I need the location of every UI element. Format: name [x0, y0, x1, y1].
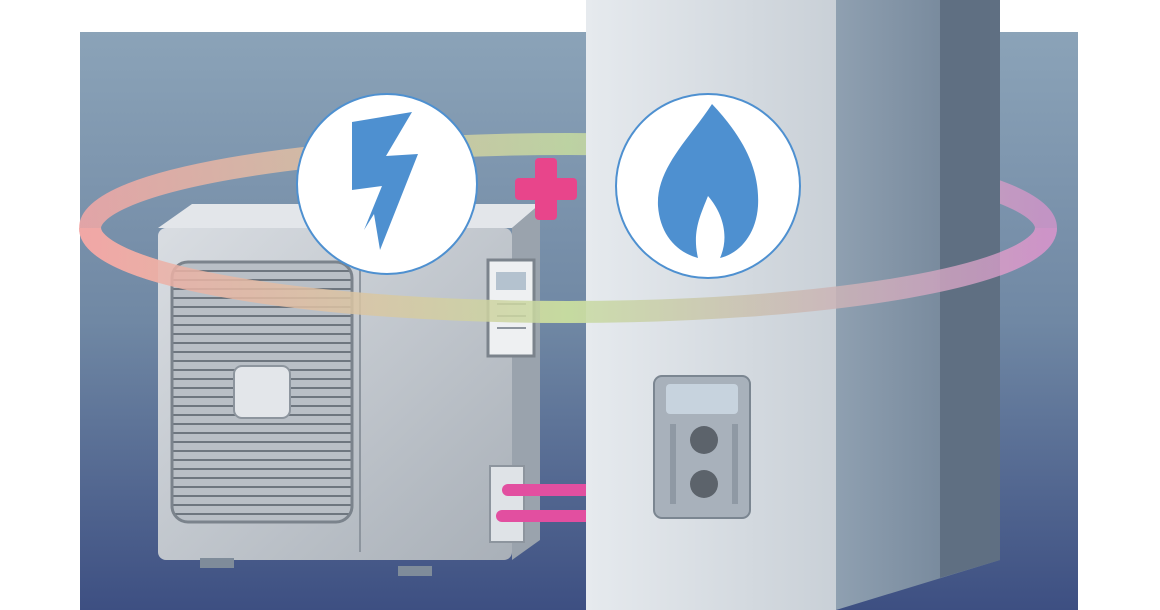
- refrigerant-pipes: [496, 484, 602, 522]
- lightning-bolt-icon: [352, 112, 418, 250]
- unit-foot-right: [398, 566, 432, 576]
- electricity-icon: [296, 93, 478, 275]
- boiler-control-module: [653, 375, 751, 519]
- unit-foot-left: [200, 558, 234, 568]
- gas-flame-icon: [657, 104, 759, 258]
- plus-sign-icon: [515, 158, 577, 220]
- gas-icon: [615, 93, 801, 279]
- fan-hub: [233, 365, 291, 419]
- energy-ring-front: [79, 226, 1057, 323]
